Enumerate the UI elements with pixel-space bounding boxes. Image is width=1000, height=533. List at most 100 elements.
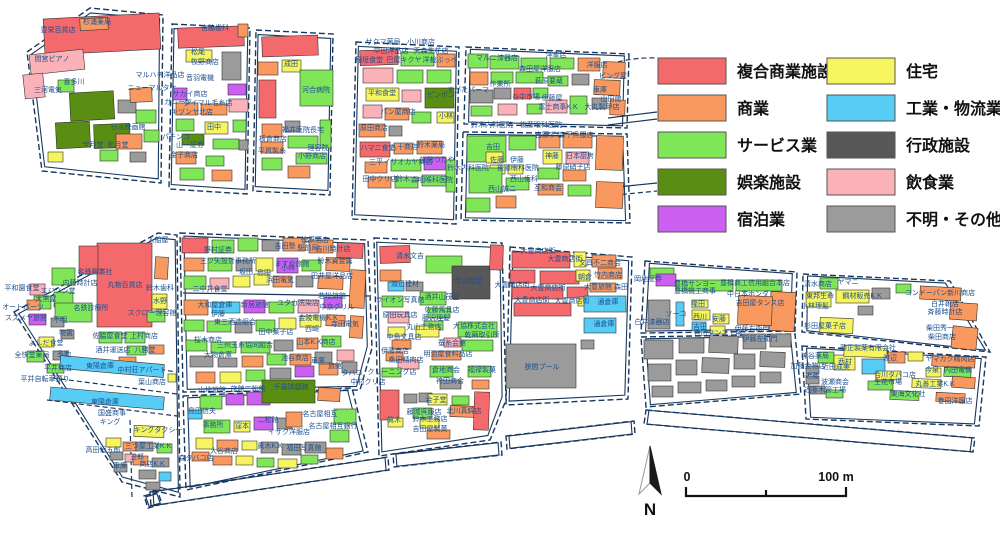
- map-label: 大協株式会社: [453, 321, 495, 330]
- map-label: 巴屋キクヤ: [387, 56, 422, 64]
- building: [359, 49, 399, 66]
- map-label: 福井医院長宅: [282, 125, 324, 134]
- map-label: 三つ屋工業K.K: [125, 441, 172, 450]
- map-label: 商店K.K: [139, 459, 165, 468]
- building: [129, 151, 147, 163]
- building: [304, 441, 327, 454]
- map-label: 藤城呉服店: [407, 407, 442, 416]
- map-label: 蚕糸会館: [438, 338, 466, 347]
- building: [439, 379, 462, 390]
- block-outline-dashed: [373, 237, 507, 457]
- building: [296, 337, 319, 350]
- map-label: イサク洋服店: [268, 427, 310, 436]
- map-label: ソーコ: [666, 310, 687, 318]
- block-outline-solid: [183, 235, 368, 390]
- building: [294, 365, 315, 378]
- building: [731, 375, 756, 388]
- building: [341, 361, 358, 374]
- map-label: 松月堂: [108, 140, 129, 149]
- map-label: 鈴木薬局: [417, 140, 445, 149]
- building: [143, 129, 160, 143]
- map-label: 波瀬商会: [821, 377, 849, 386]
- building: [400, 51, 435, 67]
- building: [489, 244, 504, 271]
- map-label: ヤマカク精肉店: [926, 354, 975, 363]
- map-label: 二中井食堂: [193, 284, 228, 293]
- map-label: 眞木K.K: [257, 441, 283, 450]
- map-label: 竹内商店: [594, 270, 622, 279]
- building: [925, 367, 942, 378]
- building: [47, 151, 64, 163]
- legend: 複合商業施設商業サービス業娯楽施設宿泊業住宅工業・物流業行政施設飲食業不明・その…: [657, 57, 1000, 233]
- map-label: 森下呉服店: [559, 130, 594, 139]
- building: [520, 57, 548, 70]
- building: [495, 195, 517, 209]
- legend-swatch-O: [657, 94, 727, 122]
- map-label: 後藤眼科医院: [520, 120, 562, 129]
- building: [537, 183, 564, 196]
- map-label: 狭間プール: [525, 362, 560, 371]
- building: [209, 277, 230, 290]
- map-label: 佐藤馬具店: [425, 305, 460, 314]
- map-label: 森タバコ店: [179, 453, 214, 462]
- building: [364, 161, 388, 174]
- map-label: マルニ漆器店: [476, 53, 518, 62]
- building: [287, 165, 311, 179]
- building: [759, 371, 782, 384]
- building: [336, 242, 364, 259]
- building: [889, 390, 920, 401]
- building: [469, 89, 494, 104]
- map-label: 宝月堂: [83, 140, 104, 149]
- building: [365, 87, 400, 102]
- building: [237, 237, 259, 252]
- legend-label: 商業: [737, 99, 770, 118]
- building: [272, 275, 293, 288]
- map-label: 生花市場: [874, 377, 902, 386]
- map-label: 音羽電機: [186, 73, 214, 82]
- map-label: 鈴木: [396, 174, 410, 183]
- building-labels: 杉浦薬局豊栄百貨店間宮ピアノ喜多川三河電気マルハチ洋品店ニューマルタケ日活映画館…: [2, 17, 975, 470]
- map-label: 市公会堂: [454, 276, 482, 285]
- building: [505, 343, 577, 389]
- map-label: 浜田電気: [266, 275, 294, 284]
- map-label: 大谷商店: [210, 446, 238, 455]
- building: [381, 367, 402, 378]
- map-label: 森田: [614, 282, 628, 291]
- building: [387, 311, 410, 324]
- building: [515, 71, 544, 84]
- map-label: 後藤眼科医院: [497, 163, 539, 172]
- building: [895, 283, 912, 294]
- map-label: エジソン堂: [41, 286, 76, 295]
- map-label: 大豊商店街: [531, 283, 566, 292]
- street-line-dashed: [129, 419, 133, 498]
- map-label: 岡地証券: [634, 274, 662, 283]
- building: [469, 71, 489, 86]
- map-label: 朝倉: [578, 272, 592, 281]
- map-label: 日活映画館: [111, 122, 146, 131]
- block-outline-dashed: [640, 260, 798, 334]
- map-label: 渡辺建材: [391, 279, 419, 288]
- building: [461, 339, 494, 352]
- map-label: 東陽倉庫: [86, 361, 114, 370]
- building: [138, 469, 157, 480]
- map-label: 小林理髪: [801, 301, 829, 310]
- building: [126, 345, 147, 356]
- legend-swatch-A: [826, 131, 896, 159]
- building: [206, 320, 232, 333]
- building: [445, 159, 456, 193]
- map-label: 野村証券: [204, 245, 232, 254]
- map-label: 物置: [59, 328, 73, 337]
- building: [235, 455, 254, 466]
- map-label: 鈴木内科医院: [447, 163, 489, 172]
- map-label: 田中: [207, 122, 221, 131]
- building: [415, 325, 440, 338]
- scale-bar-line: [684, 487, 848, 498]
- building: [583, 317, 617, 334]
- building: [253, 416, 274, 431]
- building: [467, 53, 489, 69]
- building: [691, 309, 711, 321]
- map-label: 全快堂薬局: [15, 350, 50, 359]
- map-label: 吉田タンス工場: [694, 328, 743, 337]
- building: [78, 245, 99, 275]
- map-label: 伊藤商店: [381, 346, 409, 355]
